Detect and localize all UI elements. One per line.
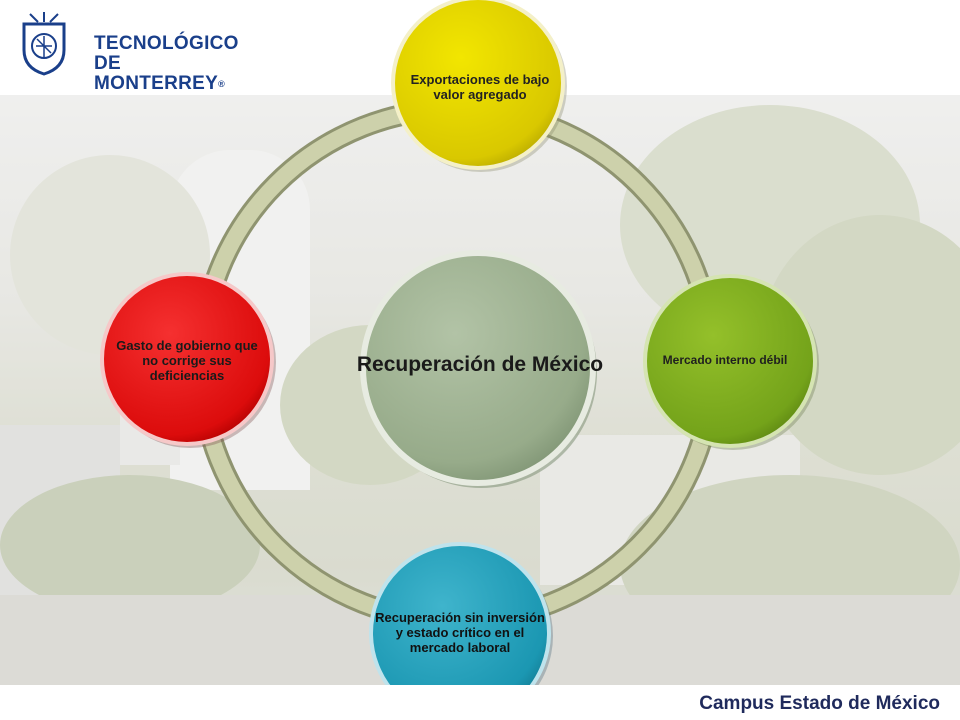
logo-wordmark: TECNOLÓGICO DE MONTERREY® [94,34,239,94]
logo-line-1: TECNOLÓGICO [94,33,239,54]
node-right [643,274,819,450]
center-node [360,250,597,488]
node-left-label: Gasto de gobierno que no corrige sus def… [116,337,258,383]
node-bottom [369,542,553,720]
center-node-label: Recuperación de México [356,353,604,376]
tec-de-monterrey-logo: TECNOLÓGICO DE MONTERREY® [18,10,238,94]
registered-mark: ® [218,79,226,89]
node-left [100,272,276,448]
tec-seal-icon [22,12,66,76]
node-right-label: Mercado interno débil [662,352,788,367]
footer-bar: Campus Estado de México [0,685,960,720]
node-bottom-label: Recuperación sin inversión y estado crít… [375,610,545,655]
node-top-label: Exportaciones de bajo valor agregado [410,72,550,102]
node-top [391,0,567,172]
logo-line-2: DE MONTERREY [94,53,219,94]
campus-name: Campus Estado de México [699,693,940,714]
